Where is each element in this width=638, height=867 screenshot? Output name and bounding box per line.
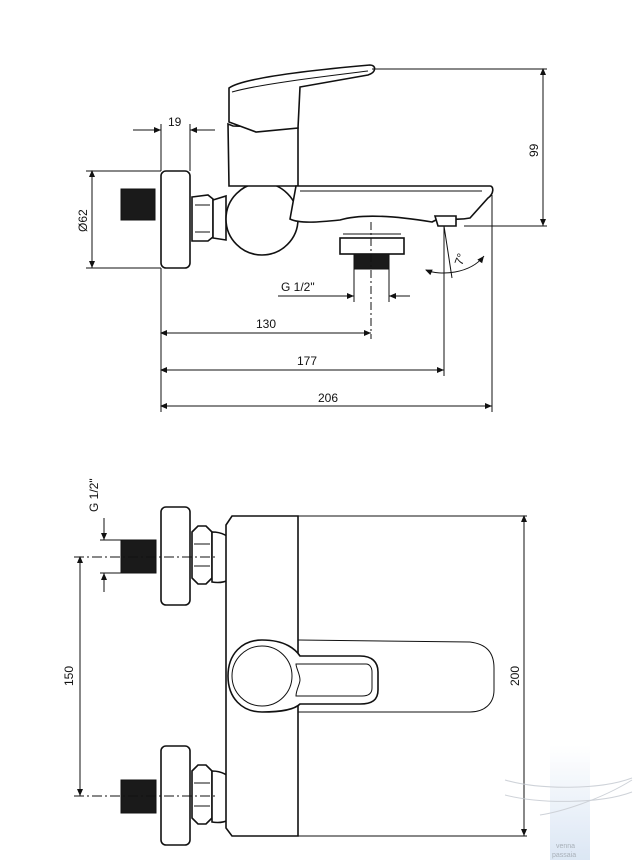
dim-19: 19 [168,115,182,129]
front-top-nut [191,525,213,585]
svg-text:passaia: passaia [552,852,576,859]
side-thread-connector [120,188,156,221]
dim-200: 200 [508,666,522,686]
front-top-flange [160,506,191,606]
dim-thread-front: G 1/2" [87,478,101,512]
side-lever [228,64,376,133]
dim-angle: 7° [452,251,469,267]
dim-diameter: Ø62 [76,209,90,232]
dim-thread-side: G 1/2" [281,280,315,294]
side-body-circle [225,182,299,256]
front-handle [227,639,379,713]
side-spout [289,185,494,223]
front-view: G 1/2" 150 200 [62,478,527,846]
side-diverter [339,237,405,255]
side-column [227,122,299,187]
brand-logo: venna passaia [504,745,633,860]
side-view: 19 Ø62 99 G 1/2" 130 177 206 [76,64,547,412]
side-aerator [433,215,457,227]
side-wall-flange [160,170,191,269]
dim-150: 150 [62,666,76,686]
front-cover [298,515,527,837]
side-nut [191,194,214,242]
dim-130: 130 [256,317,276,331]
dim-206: 206 [318,391,338,405]
side-body [212,194,227,241]
front-bottom-nut [191,764,213,825]
dim-177: 177 [297,354,317,368]
svg-text:venna: venna [556,843,575,850]
dim-height: 99 [527,143,541,157]
